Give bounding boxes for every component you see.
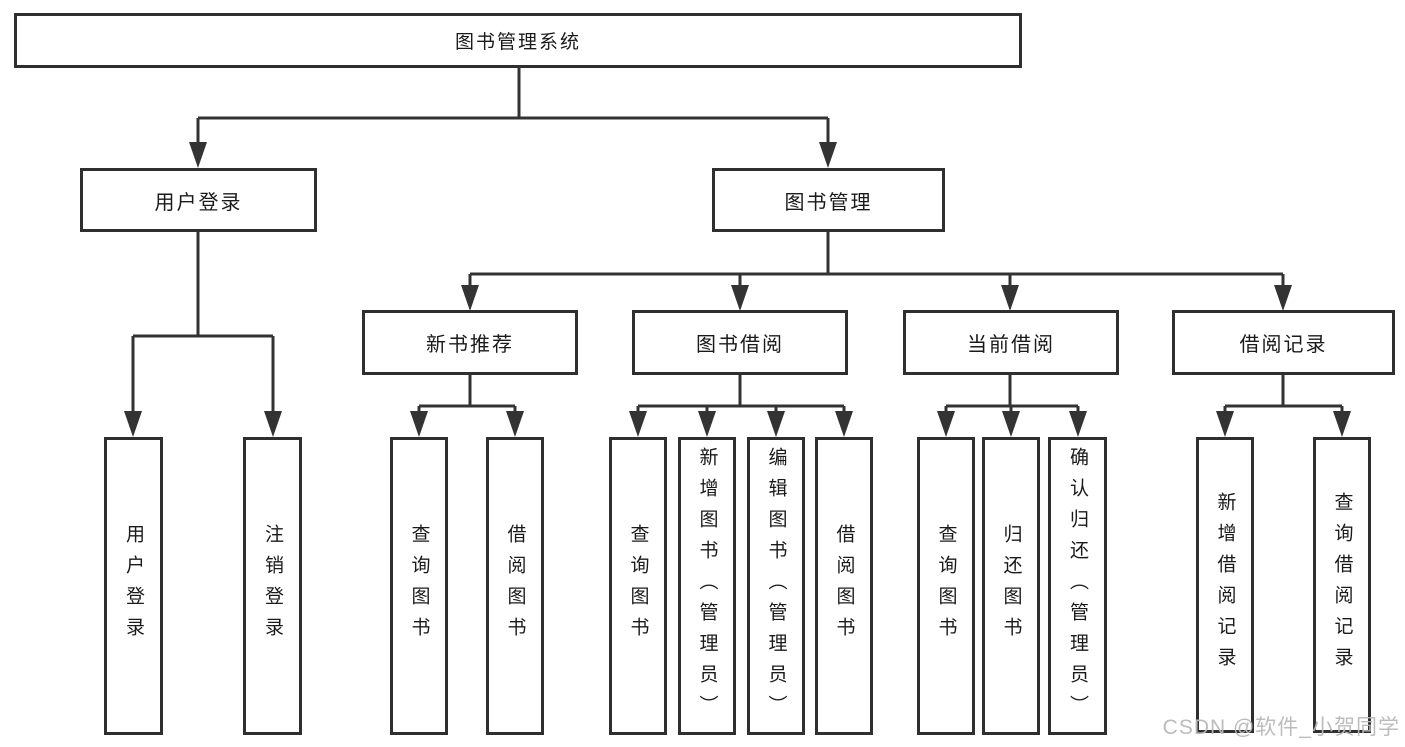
- edge-user-login-children: [131, 232, 275, 415]
- edge-book-borrow-children: [636, 375, 846, 415]
- edge-new-book-children: [417, 375, 517, 415]
- leaf-add-book-admin: 新增图书（管理员）: [678, 437, 736, 735]
- node-library-management-system: 图书管理系统: [14, 13, 1022, 68]
- node-current-borrow: 当前借阅: [903, 310, 1119, 375]
- leaf-confirm-return-admin: 确认归还（管理员）: [1048, 437, 1107, 735]
- leaf-user-login: 用户登录: [104, 437, 163, 735]
- node-book-management: 图书管理: [712, 168, 945, 232]
- leaf-add-borrow-record: 新增借阅记录: [1196, 437, 1254, 733]
- edge-root-to-level2: [196, 68, 830, 146]
- edge-book-management-children: [468, 232, 1285, 289]
- node-borrow-records: 借阅记录: [1172, 310, 1395, 375]
- edge-borrow-record-children: [1223, 375, 1344, 415]
- leaf-edit-book-admin: 编辑图书（管理员）: [747, 437, 805, 735]
- csdn-watermark: CSDN @软件_小贺同学: [1162, 716, 1400, 739]
- node-new-book-recommend: 新书推荐: [362, 310, 578, 375]
- leaf-query-borrow-record: 查询借阅记录: [1313, 437, 1371, 733]
- leaf-borrow-books-recommend: 借阅图书: [486, 437, 544, 735]
- leaf-query-books-recommend: 查询图书: [390, 437, 448, 735]
- node-book-borrow: 图书借阅: [632, 310, 848, 375]
- leaf-query-books-current: 查询图书: [917, 437, 975, 735]
- leaf-logout: 注销登录: [243, 437, 302, 735]
- edge-current-borrow-children: [944, 375, 1080, 415]
- leaf-query-books-borrow: 查询图书: [609, 437, 667, 735]
- leaf-borrow-books: 借阅图书: [815, 437, 873, 735]
- node-user-login: 用户登录: [80, 168, 317, 232]
- leaf-return-book: 归还图书: [982, 437, 1040, 735]
